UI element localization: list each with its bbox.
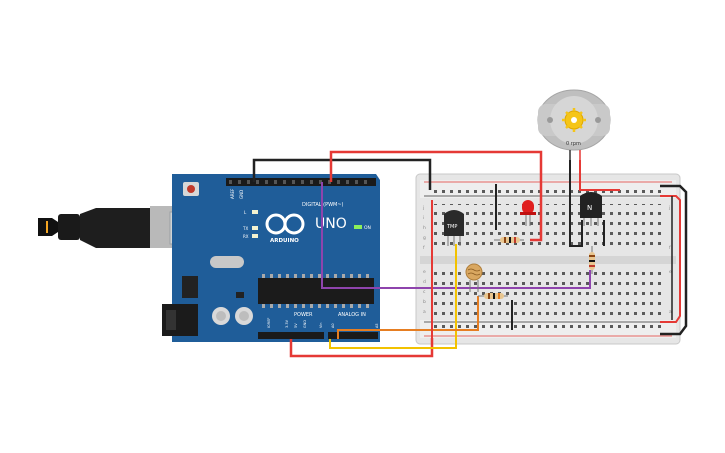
aref-label: AREF — [230, 188, 235, 199]
row-letter-i: i — [423, 215, 424, 221]
gnd1-label: GND — [303, 320, 307, 328]
atmega-chip — [258, 278, 374, 304]
wire-red-led[interactable] — [329, 150, 543, 242]
wire-yellow-a0[interactable] — [329, 244, 457, 349]
motor-gear-icon — [562, 108, 586, 132]
rail-holes[interactable] — [434, 185, 666, 334]
voltage-regulator — [182, 276, 198, 298]
dc-motor[interactable]: 0 rpm — [537, 89, 611, 160]
photoresistor[interactable] — [465, 263, 483, 292]
arduino-uno-board[interactable]: DIGITAL (PWM~) AREF GND L TX RX ARDUINO … — [162, 174, 380, 342]
arduino-logo-icon — [265, 213, 305, 235]
top-terminal-holes[interactable] — [434, 204, 666, 252]
row-letter-f-right: f — [669, 245, 671, 251]
crystal-oscillator — [210, 256, 244, 268]
gnd-label: GND — [239, 190, 244, 199]
row-letter-d: d — [423, 279, 426, 285]
resistor-led[interactable] — [494, 237, 524, 243]
arduino-brand: ARDUINO — [270, 238, 299, 244]
ioref-label: IOREF — [267, 318, 271, 328]
a5-label: A5 — [375, 323, 379, 328]
power-label: POWER — [294, 312, 313, 318]
wire-black-gnd[interactable] — [252, 158, 432, 190]
wire-red-motor[interactable] — [579, 160, 620, 191]
npn-transistor[interactable]: N — [580, 192, 602, 226]
analog-label: ANALOG IN — [338, 312, 366, 318]
row-letter-a-right: a — [669, 310, 672, 315]
v5-label: 5V — [294, 323, 298, 328]
center-channel — [420, 256, 676, 264]
wire-red-right-rail[interactable] — [660, 195, 681, 323]
temperature-sensor[interactable]: TMP — [444, 210, 464, 246]
row-letter-e: e — [423, 270, 426, 275]
power-header[interactable] — [258, 332, 324, 339]
tx-led — [252, 226, 258, 230]
a0-label: A0 — [331, 323, 335, 328]
wire-orange-a1[interactable] — [337, 296, 479, 339]
analog-header[interactable] — [328, 332, 378, 339]
row-letter-a: a — [423, 310, 426, 315]
vin-label: Vin — [319, 322, 323, 328]
transistor-label: N — [587, 204, 592, 212]
tx-led-label: TX — [242, 226, 248, 231]
v33-label: 3.3V — [285, 319, 289, 328]
row-letter-j-right: j — [668, 205, 670, 211]
rx-led — [252, 234, 258, 238]
on-led — [354, 225, 362, 229]
resistor-base[interactable] — [589, 246, 595, 274]
tmp-label: TMP — [446, 224, 457, 230]
row-letter-g: g — [423, 236, 426, 241]
l-led — [252, 210, 258, 214]
rx-led-label: RX — [243, 234, 249, 239]
row-letter-f: f — [423, 245, 425, 251]
row-letter-c: c — [423, 290, 426, 295]
resistor-photo[interactable] — [478, 293, 508, 299]
row-letter-e-right: e — [669, 270, 672, 275]
l-led-label: L — [244, 210, 247, 215]
wire-black-right-rail[interactable] — [660, 184, 688, 336]
motor-rpm: 0 rpm — [566, 141, 581, 147]
wire-black-motor[interactable] — [569, 160, 583, 247]
uno-label: UNO — [315, 216, 347, 232]
row-letter-b: b — [423, 299, 426, 305]
row-letter-j: j — [422, 205, 424, 211]
red-led[interactable] — [520, 200, 536, 226]
row-letter-h: h — [423, 225, 426, 231]
on-label: ON — [364, 225, 371, 231]
